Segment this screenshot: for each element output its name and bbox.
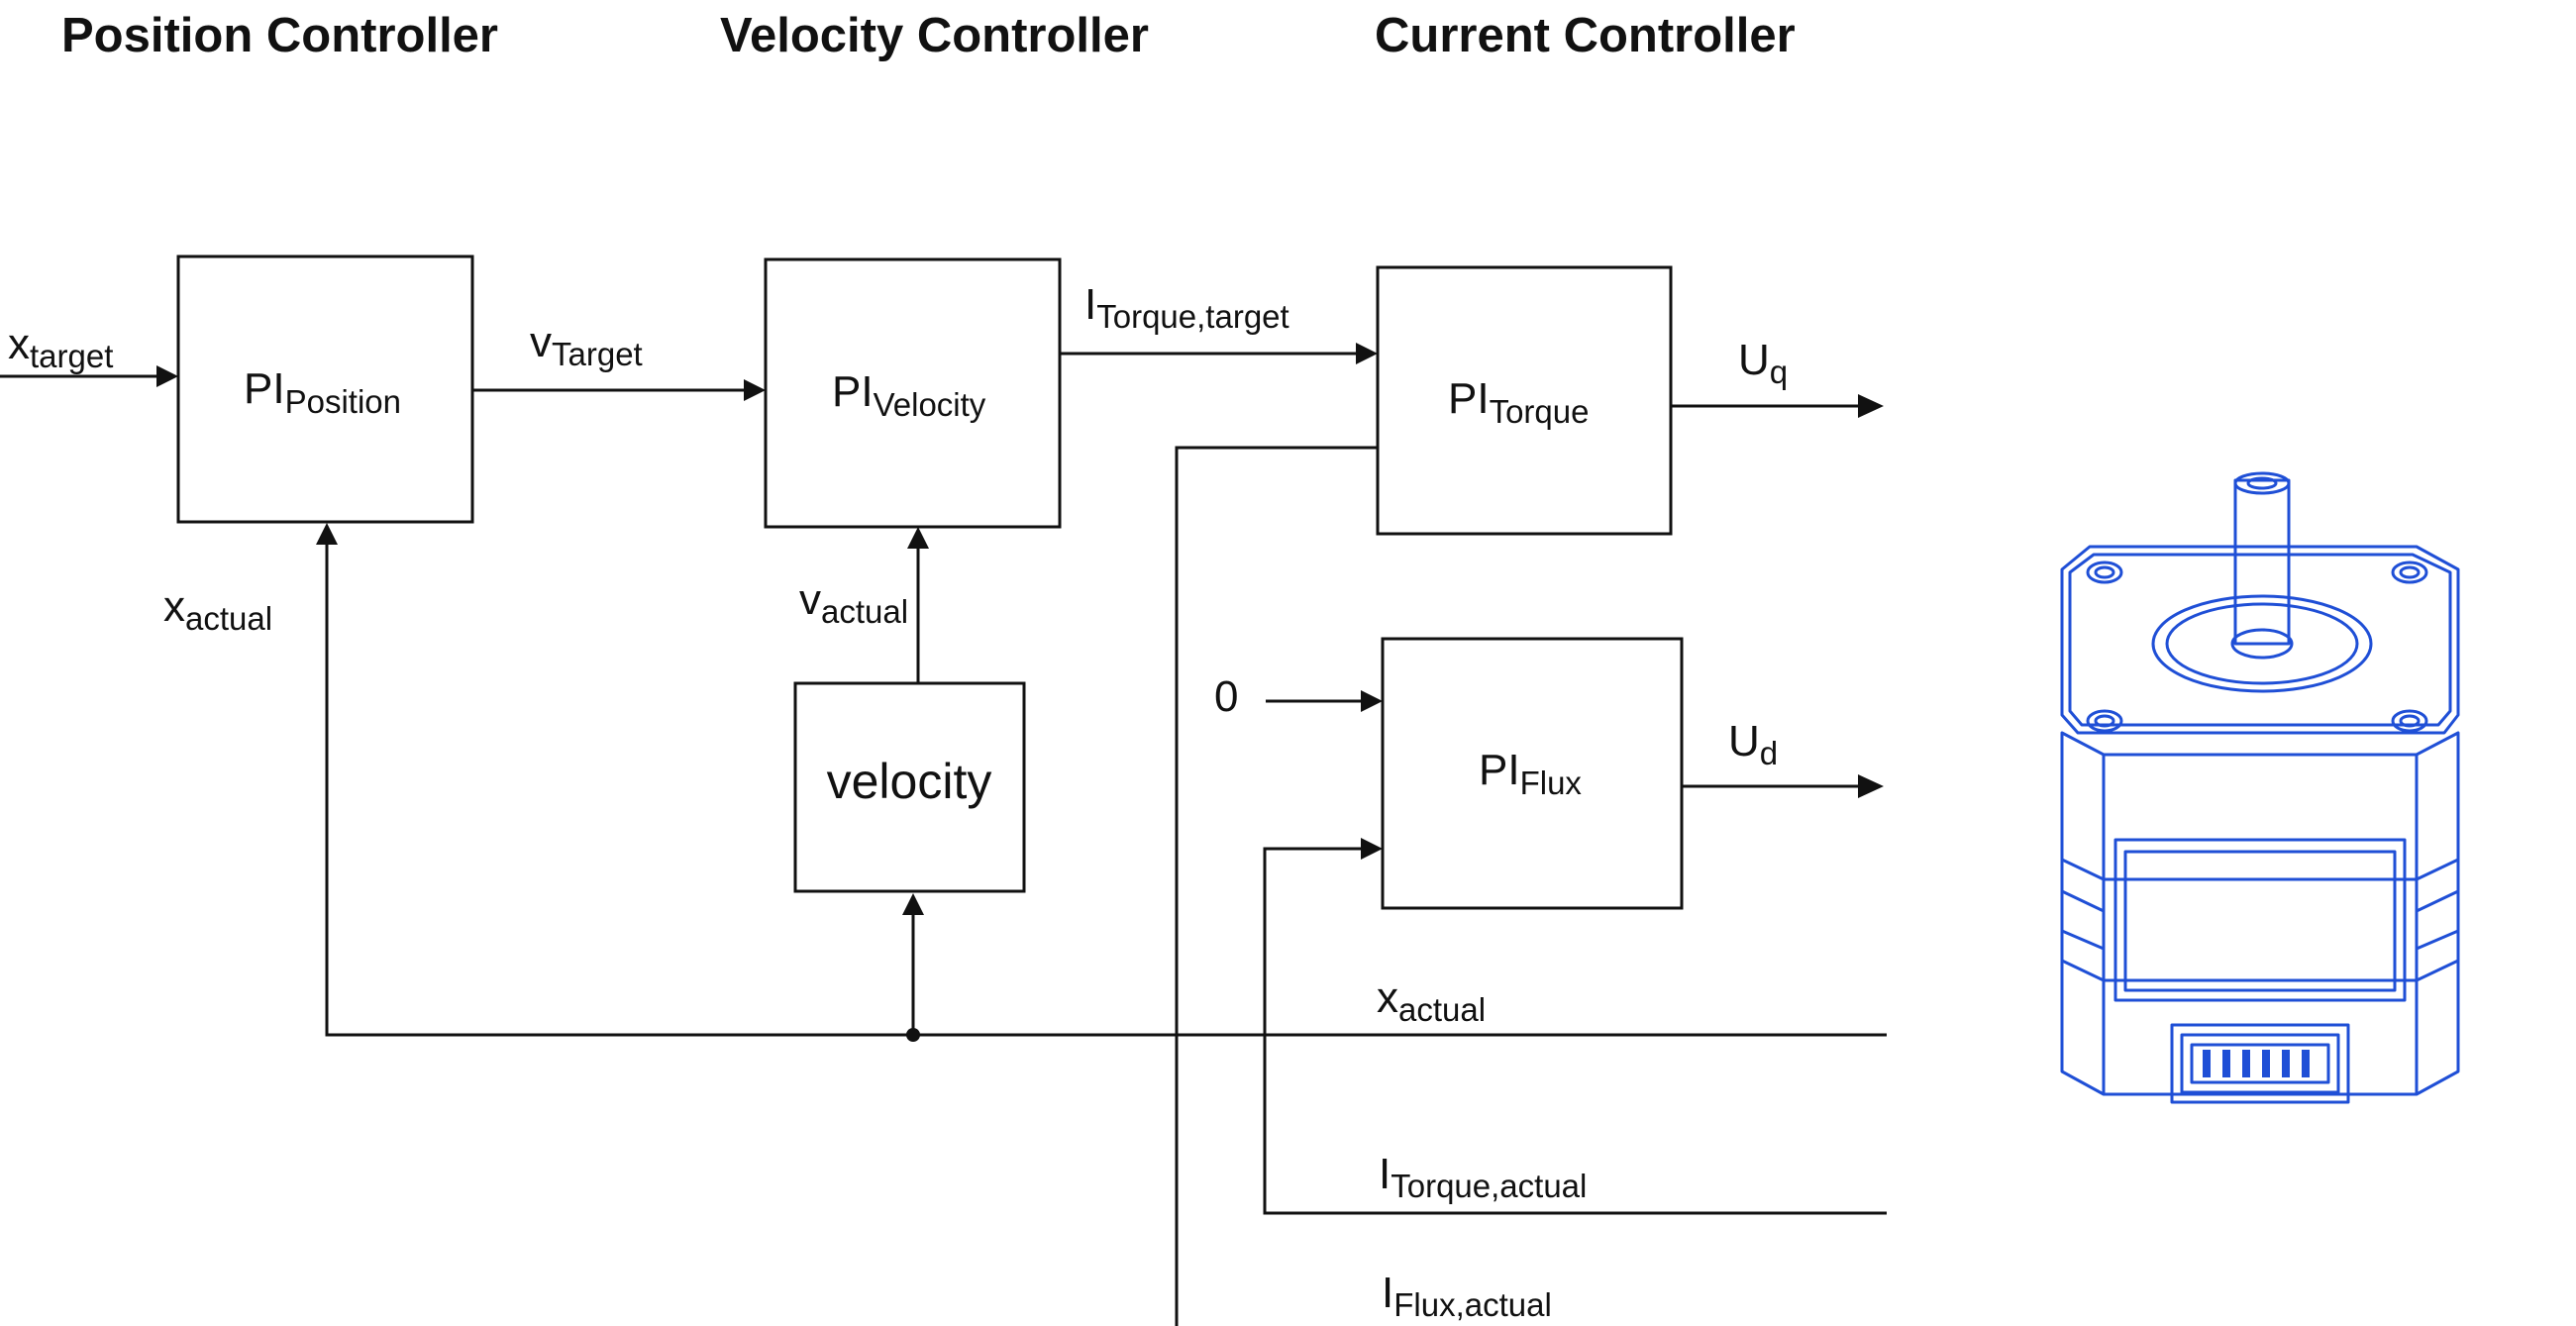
velocity-box xyxy=(793,681,1026,893)
i-torque-target-main: I xyxy=(1084,280,1096,329)
arrowhead-v-actual xyxy=(907,527,929,549)
u-d-label: Ud xyxy=(1728,717,1778,771)
pi-torque-box xyxy=(1376,265,1673,536)
arrowhead-u-d xyxy=(1858,774,1884,798)
pi-torque-sub: Torque xyxy=(1490,393,1590,430)
pi-flux-block: PIFlux xyxy=(1381,637,1684,910)
pi-velocity-sub: Velocity xyxy=(874,386,986,423)
arrowhead-i-torque-actual xyxy=(1361,838,1383,860)
i-torque-target-label: ITorque,target xyxy=(1084,280,1289,335)
i-flux-actual-sub: Flux,actual xyxy=(1393,1286,1552,1323)
x-actual-bus-main: x xyxy=(1377,973,1398,1022)
i-flux-actual-label: IFlux,actual xyxy=(1382,1269,1552,1323)
pi-position-block: PIPosition xyxy=(176,255,474,524)
x-actual-bus-wire xyxy=(325,540,1887,1037)
pi-torque-main: PI xyxy=(1448,374,1490,423)
pi-flux-sub: Flux xyxy=(1520,765,1583,801)
u-q-main: U xyxy=(1738,336,1770,384)
pi-velocity-box xyxy=(764,257,1062,529)
x-actual-left-main: x xyxy=(163,582,185,631)
x-target-sub: target xyxy=(30,338,113,374)
pi-velocity-main: PI xyxy=(832,367,874,416)
pi-position-label: PIPosition xyxy=(244,364,401,420)
forward-wiring xyxy=(0,352,1859,788)
pi-torque-block: PITorque xyxy=(1376,265,1673,536)
arrowhead-zero xyxy=(1361,690,1383,712)
feedback-wiring xyxy=(325,446,1887,1326)
pi-position-box xyxy=(176,255,474,524)
i-torque-actual-label: ITorque,actual xyxy=(1379,1150,1587,1204)
arrowhead-i-torque-target xyxy=(1356,343,1378,364)
i-torque-target-sub: Torque,target xyxy=(1096,298,1288,335)
u-q-label: Uq xyxy=(1738,336,1788,390)
u-d-main: U xyxy=(1728,717,1760,765)
x-target-label: xtarget xyxy=(8,320,113,374)
x-actual-bus-sub: actual xyxy=(1398,991,1486,1028)
pi-velocity-label: PIVelocity xyxy=(832,367,986,423)
x-actual-bus-label: xactual xyxy=(1377,973,1486,1028)
x-target-main: x xyxy=(8,320,30,368)
u-d-sub: d xyxy=(1760,735,1778,771)
pi-velocity-block: PIVelocity xyxy=(764,257,1062,529)
arrowheads xyxy=(156,343,1884,915)
pi-position-sub: Position xyxy=(285,383,401,420)
pi-position-main: PI xyxy=(244,364,285,413)
v-target-sub: Target xyxy=(552,336,643,372)
pi-torque-label: PITorque xyxy=(1448,374,1589,430)
x-actual-left-sub: actual xyxy=(185,600,272,637)
velocity-label: velocity xyxy=(827,754,992,809)
v-target-label: vTarget xyxy=(530,318,643,372)
pi-flux-box xyxy=(1381,637,1684,910)
current-controller-heading: Current Controller xyxy=(1375,9,1796,62)
u-q-sub: q xyxy=(1770,354,1788,390)
pi-flux-main: PI xyxy=(1479,746,1520,794)
v-target-main: v xyxy=(530,318,552,366)
i-torque-actual-sub: Torque,actual xyxy=(1391,1168,1587,1204)
zero-label: 0 xyxy=(1214,672,1238,721)
arrowhead-u-q xyxy=(1858,394,1884,418)
i-torque-actual-main: I xyxy=(1379,1150,1391,1198)
stepper-motor-icon xyxy=(2060,471,2460,1104)
bus-junction-dot xyxy=(906,1028,920,1042)
i-flux-actual-wire xyxy=(1175,446,1379,1326)
arrowhead-x-actual xyxy=(316,523,338,545)
arrowhead-x-target xyxy=(156,365,178,387)
i-torque-actual-wire xyxy=(1263,847,1887,1215)
pi-flux-label: PIFlux xyxy=(1479,746,1582,801)
velocity-block: velocity xyxy=(793,681,1026,893)
v-actual-sub: actual xyxy=(821,593,908,630)
arrowhead-v-target xyxy=(744,379,766,401)
i-flux-actual-main: I xyxy=(1382,1269,1393,1317)
v-actual-label: vactual xyxy=(799,575,908,630)
x-actual-left-label: xactual xyxy=(163,582,272,637)
arrowhead-velocity-input xyxy=(902,893,924,915)
v-actual-main: v xyxy=(799,575,821,624)
velocity-controller-heading: Velocity Controller xyxy=(720,9,1149,62)
position-controller-heading: Position Controller xyxy=(61,9,498,62)
